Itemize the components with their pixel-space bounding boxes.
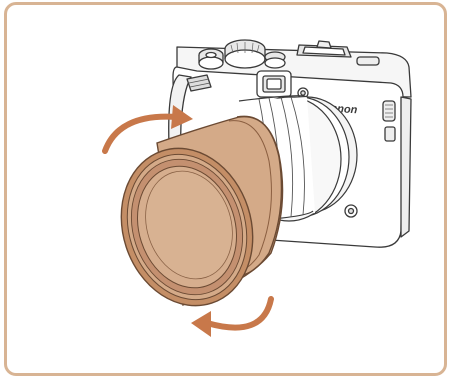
power-button [357, 57, 379, 65]
strap-lug [383, 101, 395, 121]
lens-adapter [101, 116, 282, 323]
camera-lens-adapter-illustration: Canon [7, 5, 444, 373]
illustration-frame: Canon [4, 2, 447, 376]
camera-right-side [401, 97, 411, 237]
